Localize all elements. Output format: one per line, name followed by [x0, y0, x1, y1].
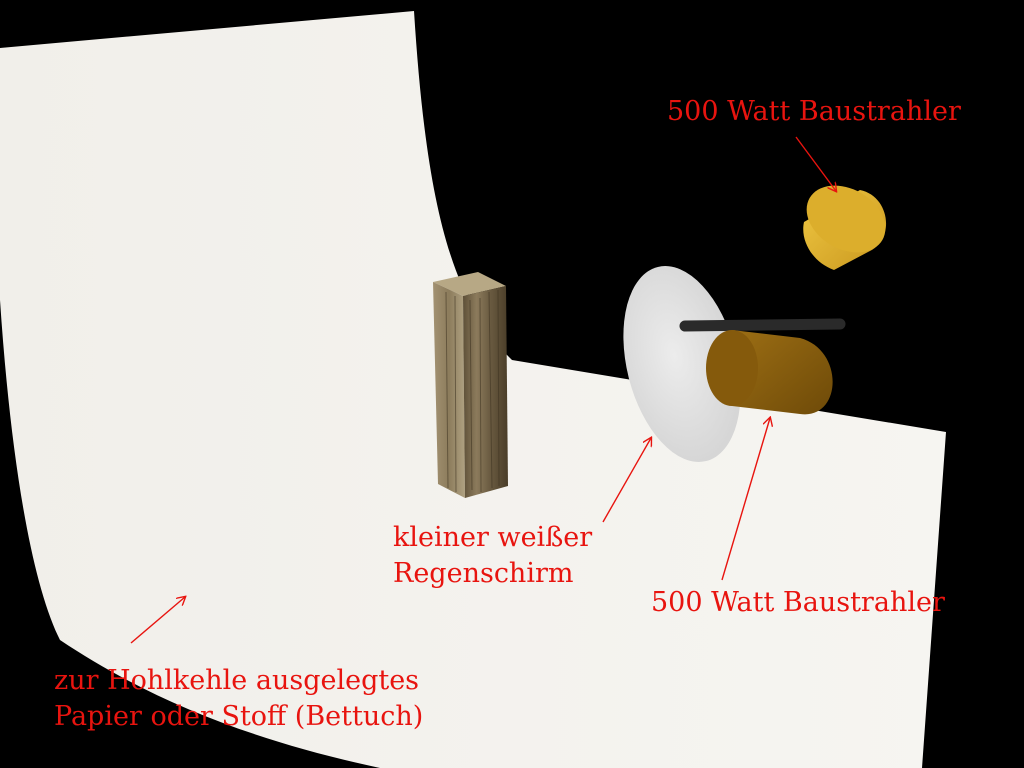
wood-block — [433, 272, 508, 498]
arrow-top-spotlight — [795, 136, 836, 191]
label-bottom-spotlight: 500 Watt Baustrahler — [651, 585, 945, 621]
label-backdrop-line1: zur Hohlkehle ausgelegtes — [54, 665, 420, 696]
label-umbrella-line1: kleiner weißer — [393, 522, 593, 553]
top-spotlight — [803, 185, 887, 270]
label-backdrop-line2: Papier oder Stoff (Bettuch) — [54, 701, 424, 732]
label-umbrella-line2: Regenschirm — [393, 558, 574, 589]
arrow-backdrop — [130, 597, 185, 644]
label-backdrop: zur Hohlkehle ausgelegtes Papier oder St… — [54, 663, 423, 735]
annotation-arrows — [130, 136, 836, 644]
label-umbrella: kleiner weißer Regenschirm — [393, 520, 592, 592]
label-top-spotlight: 500 Watt Baustrahler — [667, 94, 961, 130]
arrow-umbrella — [602, 438, 651, 523]
arrow-bottom-spotlight — [721, 418, 770, 581]
bottom-spotlight — [706, 330, 833, 415]
label-top-spotlight-text: 500 Watt Baustrahler — [667, 96, 961, 127]
umbrella — [623, 266, 846, 462]
label-bottom-spotlight-text: 500 Watt Baustrahler — [651, 587, 945, 618]
